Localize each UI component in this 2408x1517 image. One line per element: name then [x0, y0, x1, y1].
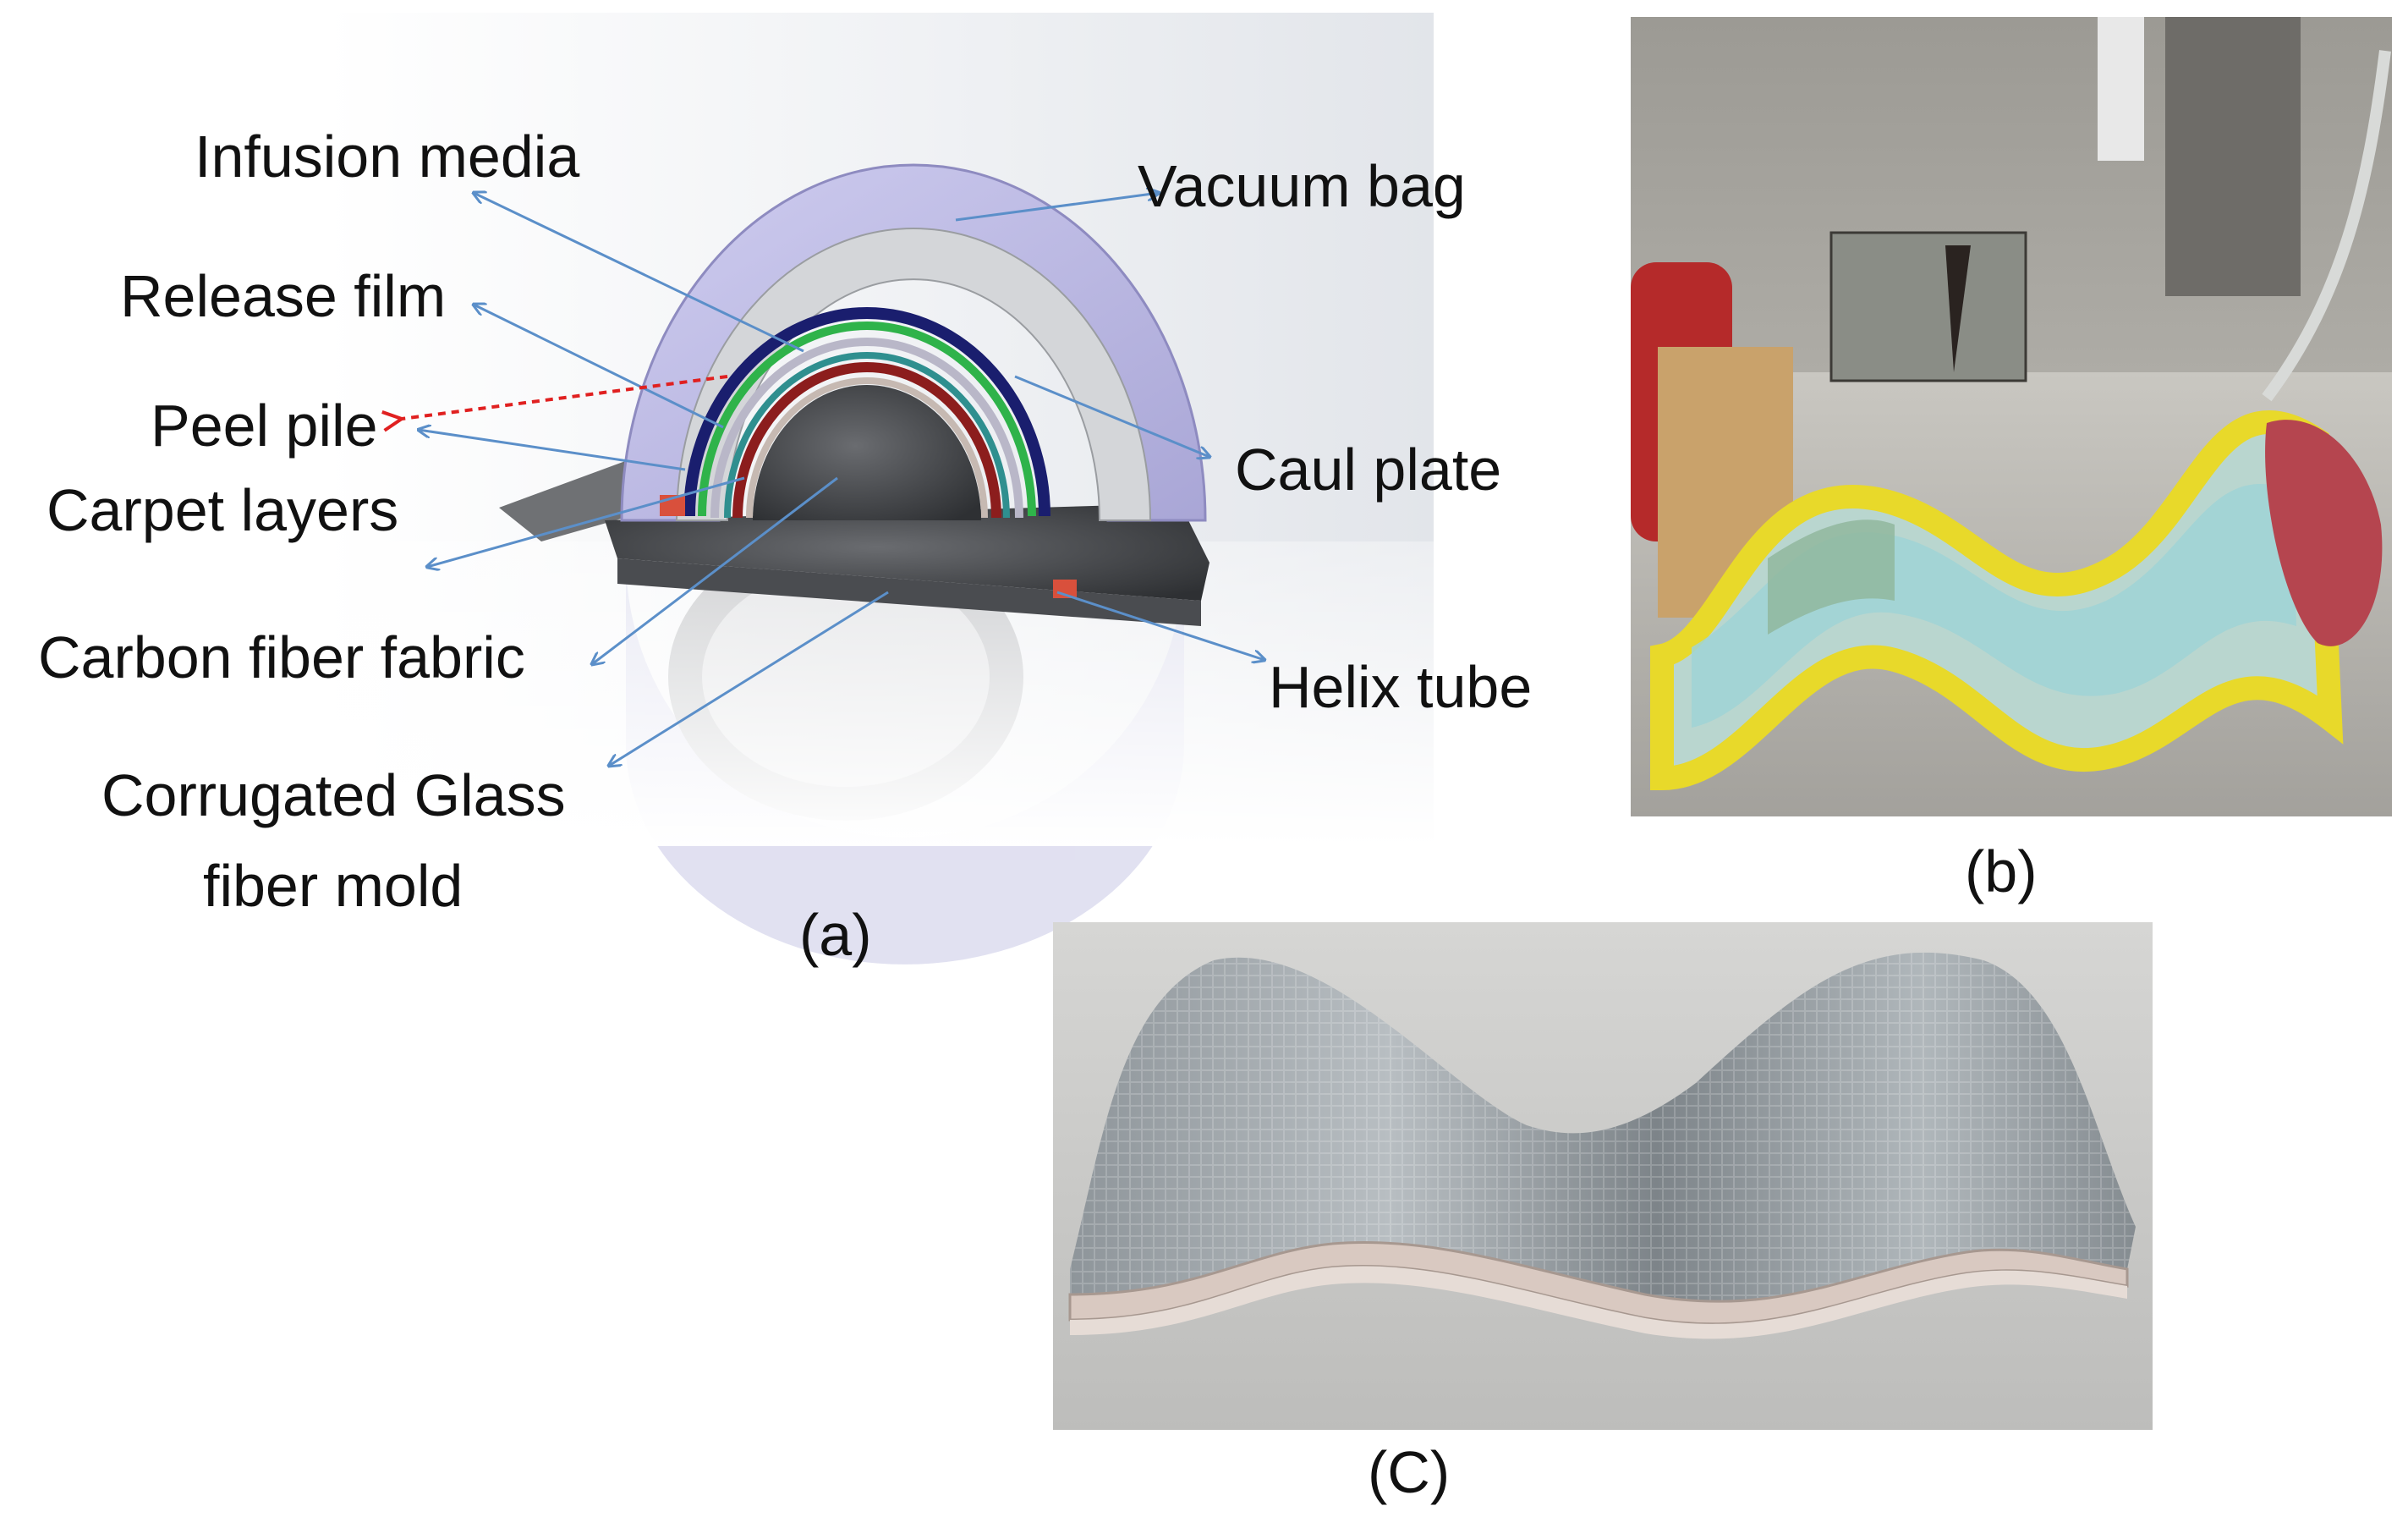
- metal-weight: [1829, 231, 2027, 382]
- cured-composite-photo: [1053, 922, 2153, 1430]
- arrow-carbon-fiber-fabric: [592, 476, 838, 664]
- arrow-release-film: [474, 305, 724, 429]
- label-release-film: Release film: [120, 263, 447, 329]
- mold-core: [753, 385, 981, 520]
- label-mold-line2: fiber mold: [203, 853, 463, 919]
- panel-c-photo: (C): [1053, 922, 2153, 1502]
- layer-grey: [710, 338, 1023, 519]
- leader-arrows: [419, 193, 1264, 766]
- panel-b-photo: (b): [1624, 17, 2398, 901]
- arrow-infusion-media: [474, 193, 804, 353]
- layer-carbon: [746, 377, 988, 519]
- vacuum-infusion-schematic: [326, 13, 1434, 965]
- infusion-setup-photo: [1631, 17, 2392, 816]
- caption-a: (a): [799, 902, 872, 968]
- label-infusion-media: Infusion media: [195, 124, 580, 190]
- base-plate: [605, 503, 1209, 601]
- arrow-peel-pile: [419, 430, 686, 471]
- arrow-peel-pile-dashed: [402, 375, 728, 419]
- arrow-corrugated-mold: [609, 591, 889, 766]
- vacuum-tube: [2262, 50, 2391, 402]
- arrow-helix-tube: [1056, 591, 1264, 660]
- label-vacuum-bag: Vacuum bag: [1138, 153, 1466, 219]
- grey-sheet: [499, 448, 660, 541]
- caption-b: (b): [1965, 838, 2038, 904]
- panel-a-schematic: Infusion media Vacuum bag Release film P…: [0, 0, 1532, 981]
- label-helix-tube: Helix tube: [1269, 654, 1533, 720]
- arrow-caul-plate: [1014, 375, 1209, 457]
- red-cloth: [2265, 420, 2383, 646]
- layer-teal: [724, 352, 1010, 519]
- layer-red: [732, 362, 1001, 519]
- label-peel-pile: Peel pile: [151, 393, 378, 459]
- caption-c: (C): [1368, 1439, 1451, 1505]
- label-caul-plate: Caul plate: [1235, 437, 1502, 503]
- caul-plate-shape: [675, 228, 1152, 521]
- label-carbon-fiber-fabric: Carbon fiber fabric: [38, 624, 525, 690]
- arrow-vacuum-bag: [955, 193, 1159, 222]
- label-mold-line1: Corrugated Glass: [101, 762, 566, 828]
- label-carpet-layers: Carpet layers: [47, 477, 399, 543]
- white-bottle: [2098, 17, 2144, 161]
- arrow-carpet-layers: [427, 476, 745, 567]
- metal-cylinder: [2165, 17, 2301, 296]
